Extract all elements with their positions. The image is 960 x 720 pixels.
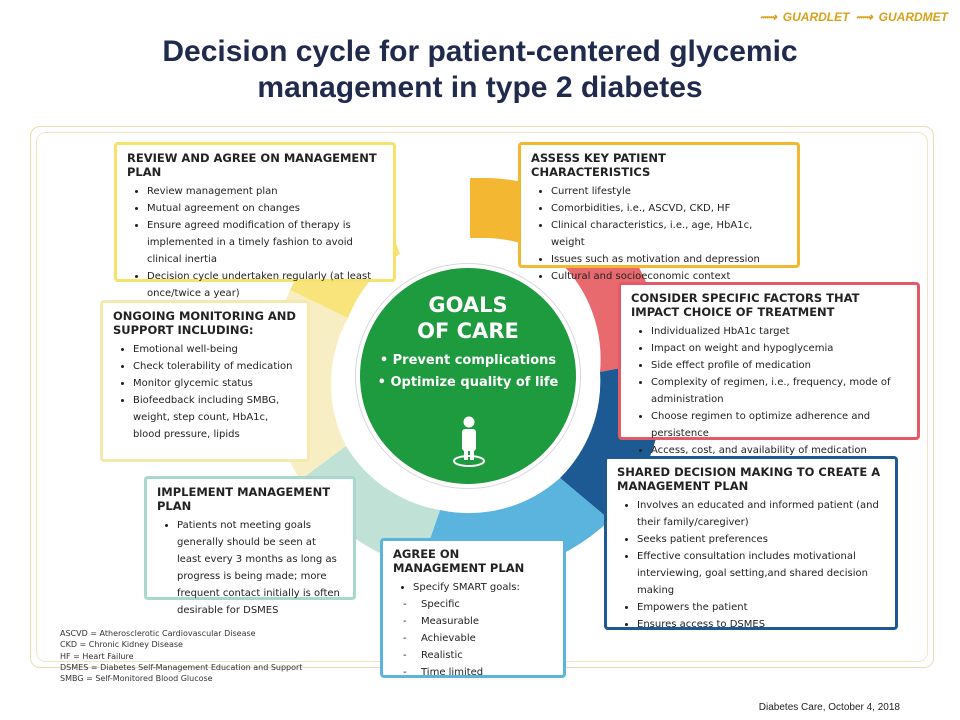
- box-assess-characteristics: ASSESS KEY PATIENT CHARACTERISTICS Curre…: [518, 142, 800, 282]
- brand-logos: ⟿ GUARDLET ⟿ GUARDMET: [760, 10, 948, 24]
- box-heading: CONSIDER SPECIFIC FACTORS THAT IMPACT CH…: [631, 291, 860, 319]
- smart-goal-item: Time limited: [403, 664, 553, 681]
- swoosh-icon: ⟿: [759, 10, 777, 24]
- smart-goal-item: Measurable: [403, 613, 553, 630]
- person-target-icon: [453, 416, 485, 467]
- list-item: Cultural and socioeconomic context: [551, 268, 787, 285]
- list-item: Complexity of regimen, i.e., frequency, …: [651, 374, 907, 408]
- smart-goal-item: Achievable: [403, 630, 553, 647]
- swoosh-icon: ⟿: [855, 10, 873, 24]
- box-heading: IMPLEMENT MANAGEMENT PLAN: [157, 485, 331, 513]
- goals-line-2: OF CARE: [417, 319, 519, 343]
- logo-guardlet: GUARDLET: [782, 10, 850, 24]
- abbr-line: SMBG = Self-Monitored Blood Glucose: [60, 674, 213, 684]
- list-item: Current lifestyle: [551, 183, 787, 200]
- list-item: Emotional well-being: [133, 341, 297, 358]
- box-heading: SHARED DECISION MAKING TO CREATE A MANAG…: [617, 465, 881, 493]
- goals-heading: GOALS OF CARE: [360, 292, 576, 344]
- abbr-line: DSMES = Diabetes Self-Management Educati…: [60, 662, 303, 672]
- abbr-line: HF = Heart Failure: [60, 651, 134, 661]
- list-item: Specify SMART goals:: [413, 579, 553, 596]
- smart-goal-item: Specific: [403, 596, 553, 613]
- box-heading: AGREE ON MANAGEMENT PLAN: [393, 547, 525, 575]
- goals-of-care-circle: GOALS OF CARE • Prevent complications • …: [360, 268, 576, 484]
- abbr-line: ASCVD = Atherosclerotic Cardiovascular D…: [60, 629, 256, 638]
- list-item: Effective consultation includes motivati…: [637, 548, 885, 599]
- box-heading: REVIEW AND AGREE ON MANAGEMENT PLAN: [127, 151, 377, 179]
- title-line-1: Decision cycle for patient-centered glyc…: [162, 35, 798, 68]
- list-item: Issues such as motivation and depression: [551, 251, 787, 268]
- box-agree-plan: AGREE ON MANAGEMENT PLAN Specify SMART g…: [380, 538, 566, 678]
- list-item: Check tolerability of medication: [133, 358, 297, 375]
- goal-prevent-complications: • Prevent complications: [379, 353, 557, 368]
- list-item: Empowers the patient: [637, 599, 885, 616]
- box-consider-factors: CONSIDER SPECIFIC FACTORS THAT IMPACT CH…: [618, 282, 920, 456]
- list-item: Seeks patient preferences: [637, 531, 885, 548]
- list-item: Involves an educated and informed patien…: [637, 497, 885, 531]
- list-item: Choose regimen to optimize adherence and…: [651, 408, 907, 442]
- goal-optimize-quality: • Optimize quality of life: [377, 375, 559, 390]
- box-implement-plan: IMPLEMENT MANAGEMENT PLAN Patients not m…: [144, 476, 356, 616]
- list-item: Individualized HbA1c target: [651, 323, 907, 340]
- smart-goal-item: Realistic: [403, 647, 553, 664]
- logo-guardmet: GUARDMET: [878, 10, 948, 24]
- box-review-plan: REVIEW AND AGREE ON MANAGEMENT PLAN Revi…: [114, 142, 396, 299]
- box-heading: ASSESS KEY PATIENT CHARACTERISTICS: [531, 151, 666, 179]
- goals-line-1: GOALS: [428, 293, 508, 317]
- goals-bullets: • Prevent complications • Optimize quali…: [360, 350, 576, 394]
- slide-title: Decision cycle for patient-centered glyc…: [0, 34, 960, 106]
- list-item: Ensure agreed modification of therapy is…: [147, 217, 383, 268]
- list-item: Biofeedback including SMBG, weight, step…: [133, 392, 297, 443]
- box-shared-decision-making: SHARED DECISION MAKING TO CREATE A MANAG…: [604, 456, 898, 630]
- list-item: Ensures access to DSMES: [637, 616, 885, 633]
- list-item: Decision cycle undertaken regularly (at …: [147, 268, 383, 302]
- list-item: Monitor glycemic status: [133, 375, 297, 392]
- list-item: Side effect profile of medication: [651, 357, 907, 374]
- box-heading: ONGOING MONITORING AND SUPPORT INCLUDING…: [113, 309, 296, 337]
- list-item: Comorbidities, i.e., ASCVD, CKD, HF: [551, 200, 787, 217]
- list-item: Clinical characteristics, i.e., age, HbA…: [551, 217, 787, 251]
- list-item: Mutual agreement on changes: [147, 200, 383, 217]
- title-line-2: management in type 2 diabetes: [257, 71, 703, 104]
- list-item: Impact on weight and hypoglycemia: [651, 340, 907, 357]
- list-item: Access, cost, and availability of medica…: [651, 442, 907, 459]
- list-item: Review management plan: [147, 183, 383, 200]
- list-item: Patients not meeting goals generally sho…: [177, 517, 343, 619]
- abbr-line: CKD = Chronic Kidney Disease: [60, 640, 183, 650]
- abbreviations-legend: ASCVD = Atherosclerotic Cardiovascular D…: [60, 628, 302, 684]
- box-ongoing-monitoring: ONGOING MONITORING AND SUPPORT INCLUDING…: [100, 300, 310, 462]
- citation: Diabetes Care, October 4, 2018: [758, 702, 900, 713]
